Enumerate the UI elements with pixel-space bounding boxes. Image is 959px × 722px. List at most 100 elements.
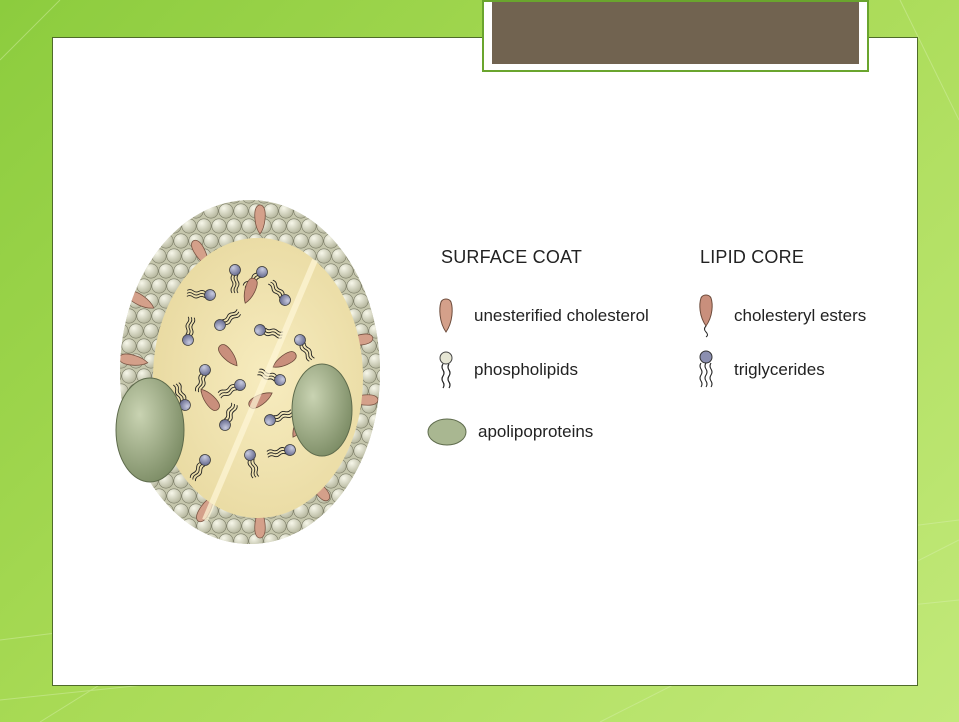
phospholipid-head: [339, 204, 353, 218]
phospholipid-head: [332, 190, 346, 203]
phospholipid-head: [242, 519, 256, 533]
phospholipid-head: [339, 234, 353, 248]
phospholipid-head: [122, 339, 136, 353]
phospholipid-head: [110, 459, 121, 473]
legend-label: phospholipids: [474, 360, 578, 380]
phospholipid-head: [110, 249, 121, 263]
phospholipid-head: [234, 204, 248, 218]
phospholipid-head: [347, 249, 361, 263]
phospholipid-head: [264, 204, 278, 218]
phospholipid-head: [114, 474, 128, 488]
phospholipid-head: [272, 219, 286, 233]
phospholipid-head: [377, 219, 390, 233]
phospholipid-head: [339, 534, 353, 548]
phospholipid-head: [369, 294, 383, 308]
phospholipid-head: [197, 549, 211, 560]
phospholipid-head: [110, 279, 121, 293]
phospholipid-head: [167, 519, 181, 533]
phospholipid-head: [159, 504, 173, 518]
phospholipid-head: [182, 549, 196, 560]
phospholipid-head: [332, 519, 346, 533]
phospholipid-head: [369, 414, 383, 428]
phospholipid-head: [354, 204, 368, 218]
phospholipid-head: [347, 190, 361, 203]
phospholipid-head: [362, 219, 376, 233]
phospholipid-head: [137, 489, 151, 503]
phospholipid-head: [354, 504, 368, 518]
phospholipid-head: [369, 204, 383, 218]
phospholipid-head: [362, 309, 376, 323]
phospholipid-head: [144, 264, 158, 278]
phospholipid-head: [144, 204, 158, 218]
phospholipid-head: [122, 309, 136, 323]
apolipoprotein-left: [116, 378, 184, 482]
phospholipid-head: [137, 279, 151, 293]
phospholipid-head: [174, 504, 188, 518]
phospholipid-head: [242, 190, 256, 203]
phospholipid-head: [324, 534, 338, 548]
phospholipid-head: [347, 459, 361, 473]
legend-heading-surface-coat: SURFACE COAT: [441, 247, 582, 268]
phospholipid-head: [294, 534, 308, 548]
phospholipid-head: [234, 534, 248, 548]
phospholipid-head: [167, 249, 181, 263]
phospholipid-head: [339, 504, 353, 518]
phospholipid-head: [377, 399, 390, 413]
phospholipid-head: [377, 489, 390, 503]
phospholipid-head: [309, 534, 323, 548]
apolipoprotein-ellipse-icon: [426, 412, 468, 452]
phospholipid-head: [362, 459, 376, 473]
phospholipid-head: [152, 549, 166, 560]
legend-label: triglycerides: [734, 360, 825, 380]
legend-label: cholesteryl esters: [734, 306, 866, 326]
phospholipid-head: [227, 190, 241, 203]
phospholipid-head: [110, 219, 121, 233]
phospholipid-head: [189, 534, 203, 548]
phospholipid-head: [377, 190, 390, 203]
triglyceride-icon: [688, 350, 724, 390]
phospholipid-head: [114, 234, 128, 248]
phospholipid-head: [122, 219, 136, 233]
phospholipid-head: [362, 249, 376, 263]
phospholipid-head: [369, 234, 383, 248]
phospholipid-head: [144, 234, 158, 248]
phospholipid-head: [317, 519, 331, 533]
lipoprotein-diagram: [110, 190, 390, 560]
legend-item-triglycerides: triglycerides: [688, 350, 825, 390]
phospholipid-head: [377, 429, 390, 443]
phospholipid-head: [324, 504, 338, 518]
phospholipid-head: [137, 339, 151, 353]
phospholipid-head: [369, 534, 383, 548]
phospholipid-head: [354, 264, 368, 278]
phospholipid-head: [347, 219, 361, 233]
phospholipid-head: [294, 204, 308, 218]
phospholipid-head: [339, 264, 353, 278]
phospholipid-head: [227, 549, 241, 560]
phospholipid-head: [144, 534, 158, 548]
phospholipid-head: [110, 369, 121, 383]
legend-item-apolipoproteins: apolipoproteins: [426, 412, 593, 452]
phospholipid-head: [362, 190, 376, 203]
phospholipid-head: [354, 534, 368, 548]
phospholipid-head: [152, 190, 166, 203]
phospholipid-head: [137, 549, 151, 560]
phospholipid-head: [174, 204, 188, 218]
title-placeholder: [482, 0, 869, 72]
phospholipid-head: [354, 444, 368, 458]
phospholipid-head: [279, 204, 293, 218]
phospholipid-head: [204, 234, 218, 248]
legend-item-unesterified-cholesterol: unesterified cholesterol: [428, 296, 649, 336]
phospholipid-head: [152, 219, 166, 233]
phospholipid-head: [122, 519, 136, 533]
phospholipid-head: [204, 534, 218, 548]
phospholipid-head: [309, 504, 323, 518]
phospholipid-head: [144, 324, 158, 338]
phospholipid-head: [362, 519, 376, 533]
phospholipid-head: [302, 190, 316, 203]
legend-item-phospholipids: phospholipids: [428, 350, 578, 390]
phospholipid-head: [377, 549, 390, 560]
phospholipid-head: [167, 549, 181, 560]
phospholipid-head: [212, 549, 226, 560]
phospholipid-head: [339, 474, 353, 488]
title-bar: [492, 2, 859, 64]
